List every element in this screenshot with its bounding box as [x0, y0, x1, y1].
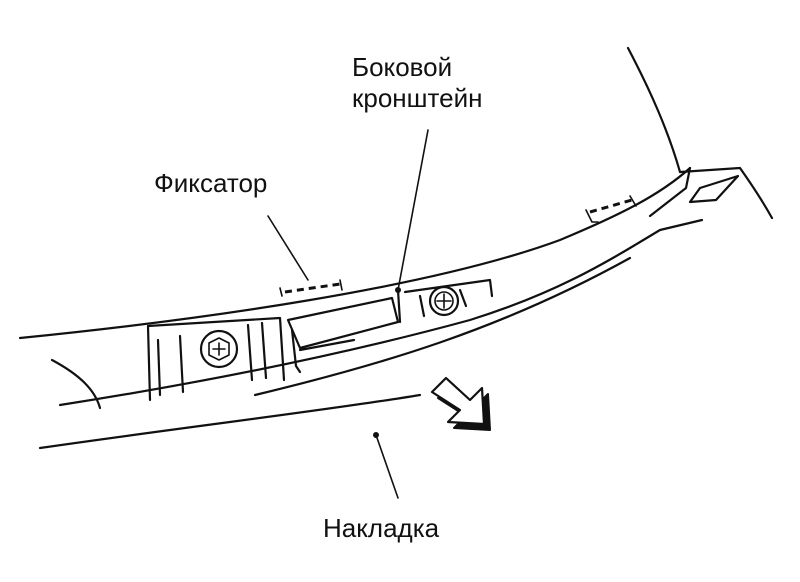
trim-label: Накладка	[323, 513, 440, 543]
bracket-housing-left	[146, 316, 286, 402]
clip-right-outline	[585, 195, 637, 223]
screw-icon-right	[428, 285, 460, 317]
clip-left-outline	[279, 279, 343, 297]
clip-label: Фиксатор	[154, 168, 268, 198]
screw-icon-left	[199, 329, 239, 369]
upper-body-edge	[18, 166, 692, 340]
side-bracket-label-line-2: кронштейн	[352, 83, 483, 113]
leader-side-bracket-dot	[395, 287, 401, 293]
screw-pocket-right	[418, 288, 468, 318]
center-bracket	[286, 296, 400, 374]
side-bracket-label-line-1: Боковой	[352, 52, 453, 82]
leader-trim-dot	[373, 432, 379, 438]
upper-right-panel-edge	[626, 46, 682, 174]
pull-direction-arrow-icon	[430, 376, 491, 431]
clip-left	[284, 282, 341, 294]
side-bracket-label: Боковой кронштейн	[352, 52, 482, 114]
trim-bottom-edge	[38, 393, 422, 450]
trim-molding-line	[253, 256, 632, 397]
trim-lower-edge	[58, 218, 704, 407]
left-contour	[50, 358, 102, 410]
leader-clip	[267, 215, 309, 281]
clip-right	[589, 198, 633, 214]
leader-trim	[375, 434, 399, 499]
bracket-housing-right-wall	[246, 321, 268, 382]
right-corner-piece	[648, 166, 774, 220]
leader-side-bracket	[397, 129, 429, 291]
center-bracket-tab	[396, 278, 494, 324]
